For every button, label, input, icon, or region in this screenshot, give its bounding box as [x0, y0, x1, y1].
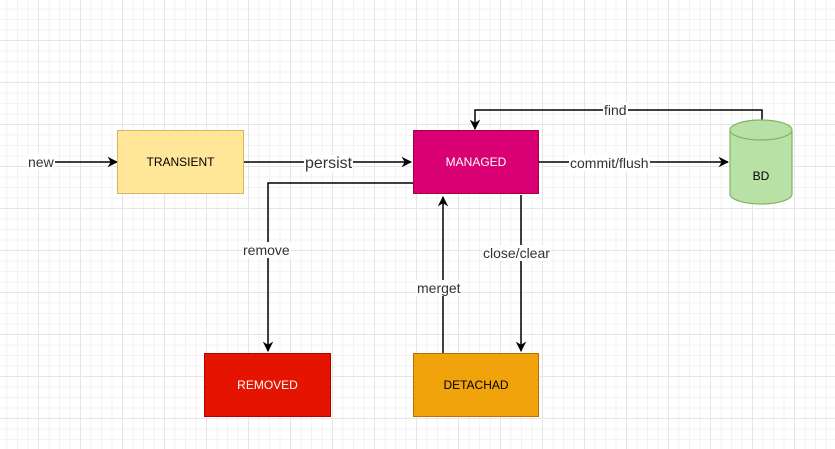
edge-label-find: find — [603, 102, 628, 118]
edge-label-new: new — [27, 154, 55, 170]
bd-cylinder: BD — [729, 119, 793, 205]
node-transient-label: TRANSIENT — [146, 155, 215, 169]
edge-remove — [262, 182, 413, 353]
edge-label-merget: merget — [416, 280, 462, 296]
node-managed[interactable]: MANAGED — [413, 130, 539, 194]
node-detachad-label: DETACHAD — [443, 378, 509, 392]
node-removed-label: REMOVED — [237, 378, 298, 392]
edge-label-commit-flush: commit/flush — [569, 155, 650, 171]
edge-label-persist: persist — [304, 155, 354, 173]
node-bd-label: BD — [753, 169, 770, 183]
edge-label-close-clear: close/clear — [482, 245, 551, 261]
edge-label-remove: remove — [242, 242, 291, 258]
node-transient[interactable]: TRANSIENT — [117, 130, 244, 194]
node-removed[interactable]: REMOVED — [204, 353, 331, 417]
node-managed-label: MANAGED — [445, 155, 507, 169]
node-detachad[interactable]: DETACHAD — [413, 353, 539, 417]
